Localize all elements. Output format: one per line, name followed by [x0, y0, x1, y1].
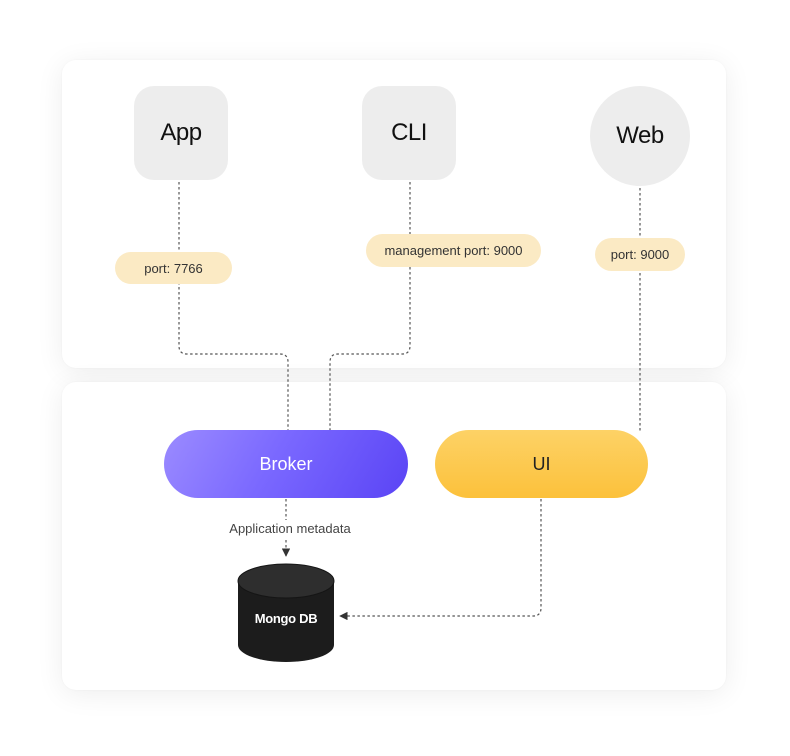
- mongodb-label: Mongo DB: [254, 611, 318, 626]
- broker-node: Broker: [164, 430, 408, 498]
- port-badge-web: port: 9000: [595, 238, 685, 271]
- mongodb-cylinder: Mongo DB: [237, 563, 335, 663]
- client-app-box: App: [134, 86, 228, 180]
- client-app-label: App: [160, 119, 202, 146]
- client-web-label: Web: [616, 122, 664, 149]
- edge-ui-to-db: [339, 499, 542, 621]
- port-cli-label: management port: 9000: [384, 243, 523, 258]
- client-web-circle: Web: [590, 86, 690, 186]
- edge-cli-to-broker: [329, 182, 411, 430]
- port-badge-app: port: 7766: [115, 252, 232, 284]
- client-cli-box: CLI: [362, 86, 456, 180]
- port-web-label: port: 9000: [610, 247, 670, 262]
- ui-node: UI: [435, 430, 648, 498]
- edge-label-application-metadata: Application metadata: [229, 521, 351, 536]
- edge-app-to-broker: [178, 182, 289, 430]
- ui-label: UI: [532, 453, 551, 474]
- database-icon: [237, 563, 335, 662]
- broker-label: Broker: [259, 453, 313, 474]
- port-app-label: port: 7766: [144, 260, 203, 276]
- client-cli-label: CLI: [391, 119, 427, 146]
- port-badge-cli: management port: 9000: [366, 234, 541, 267]
